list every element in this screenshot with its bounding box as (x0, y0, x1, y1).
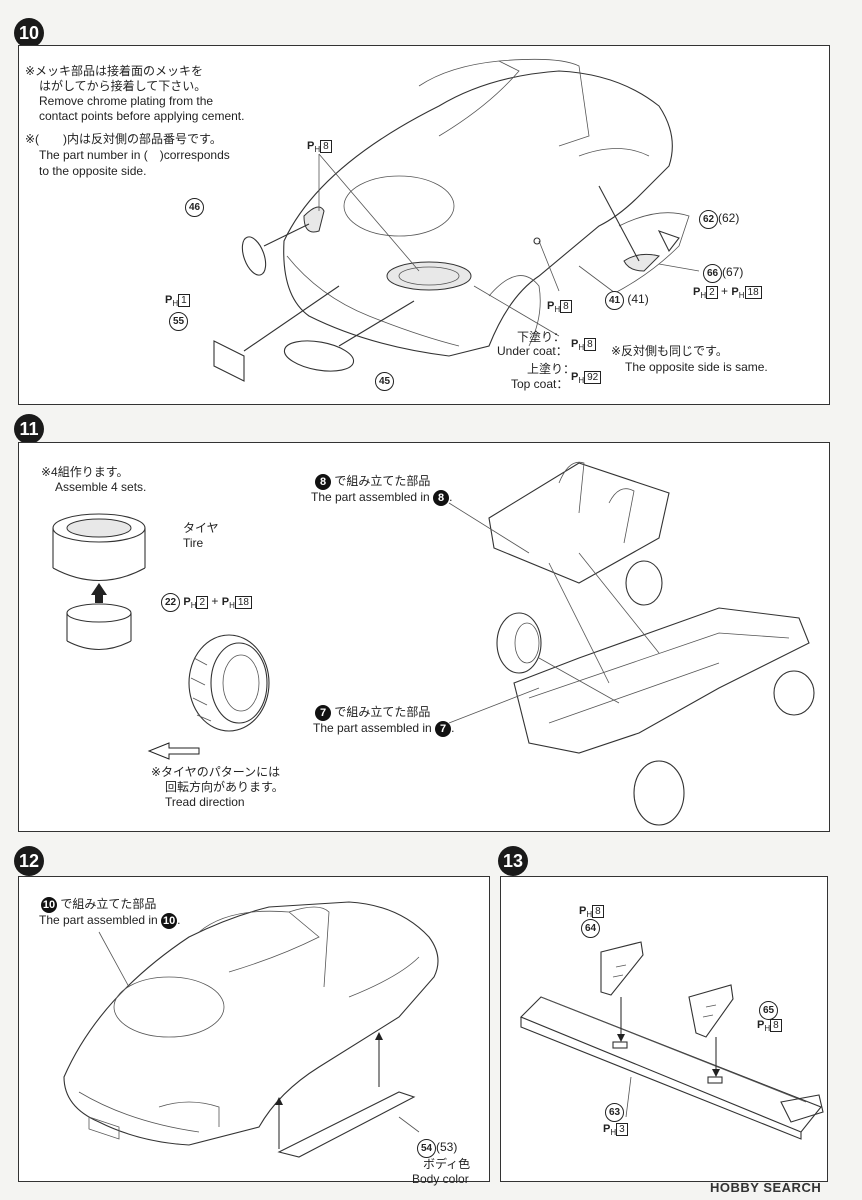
part-63-label: 63 (605, 1103, 624, 1122)
body-color-jp: ボディ色 (423, 1157, 471, 1171)
part-67-opposite: (67) (722, 265, 744, 279)
assembled-10-en: The part assembled in 10. (39, 913, 181, 929)
wheel-assembly-drawing (52, 461, 815, 826)
part-65-label: 65 (759, 1001, 778, 1020)
assembled-8-en: The part assembled in 8. (311, 490, 453, 506)
tire-label-jp: タイヤ (183, 521, 219, 535)
ph1-code: 1 (178, 294, 190, 307)
chrome-note-jp: ※メッキ部品は接着面のメッキを (25, 64, 204, 78)
part-62-opposite: (62) (718, 211, 740, 225)
tread-note-jp: ※タイヤのパターンには (151, 765, 281, 779)
step-10-panel: ※メッキ部品は接着面のメッキを はがしてから接着して下さい。 Remove ch… (18, 45, 830, 405)
hobby-search-watermark: HOBBY SEARCH (710, 1180, 822, 1195)
undercoat-jp: 下塗り： (517, 330, 566, 344)
chrome-note-jp-2: はがしてから接着して下さい。 (39, 79, 207, 93)
part-41-label: 41 (41) (605, 291, 649, 310)
assemble-sets-jp: ※4組作ります。 (41, 465, 129, 479)
car-body-drawing (63, 901, 439, 1158)
tire-label-en: Tire (183, 536, 204, 550)
part-41-opposite: (41) (627, 292, 649, 306)
topcoat-jp: 上塗り： (527, 362, 576, 376)
step-10-number: 10 (14, 18, 44, 48)
body-color-en: Body color (412, 1172, 469, 1186)
part-46-label: 46 (185, 198, 204, 217)
ph-subscript: H (314, 145, 321, 155)
assembled-7-en: The part assembled in 7. (313, 721, 455, 737)
opposite-note-en: The part number in ( )corresponds (39, 148, 230, 162)
same-note-jp: ※反対側も同じです。 (611, 344, 728, 358)
assembled-8-jp: 8 で組み立てた部品 (315, 474, 430, 490)
tread-note-en: Tread direction (165, 795, 245, 809)
ph8-code: 8 (320, 140, 332, 153)
assembled-7-jp: 7 で組み立てた部品 (315, 705, 430, 721)
tread-note-jp-2: 回転方向があります。 (165, 780, 284, 794)
assembled-10-jp: 10 で組み立てた部品 (41, 897, 157, 913)
topcoat-en: Top coat： (511, 377, 569, 391)
part-62-label: 62(62) (699, 210, 739, 229)
step-12-panel: 10 で組み立てた部品 The part assembled in 10. 54… (18, 876, 490, 1186)
part-22: 22 (161, 593, 180, 612)
rear-wing-drawing (520, 941, 824, 1140)
part-55-label: 55 (169, 312, 188, 331)
part-66-label: 66(67) (703, 264, 743, 283)
assemble-sets-en: Assemble 4 sets. (55, 480, 147, 494)
step-13-number: 13 (498, 846, 528, 876)
ph8-code-b: 8 (560, 300, 572, 313)
same-note-en: The opposite side is same. (625, 360, 768, 374)
part-53-opposite: (53) (436, 1140, 458, 1154)
undercoat-en: Under coat： (497, 344, 568, 358)
part-64-label: 64 (581, 919, 600, 938)
opposite-note-jp: ※( )内は反対側の部品番号です。 (25, 132, 222, 146)
step-12-number: 12 (14, 846, 44, 876)
step-11-panel: ※4組作ります。 Assemble 4 sets. (18, 442, 830, 832)
ph-prefix: P (307, 140, 315, 152)
car-front-drawing (213, 58, 700, 382)
step-11-number: 11 (14, 414, 44, 444)
opposite-note-en-2: to the opposite side. (39, 164, 147, 178)
part-45-label: 45 (375, 372, 394, 391)
chrome-note-en-2: contact points before applying cement. (39, 109, 245, 123)
chrome-note-en: Remove chrome plating from the (39, 94, 214, 108)
part-54-label: 54(53) (417, 1139, 457, 1158)
